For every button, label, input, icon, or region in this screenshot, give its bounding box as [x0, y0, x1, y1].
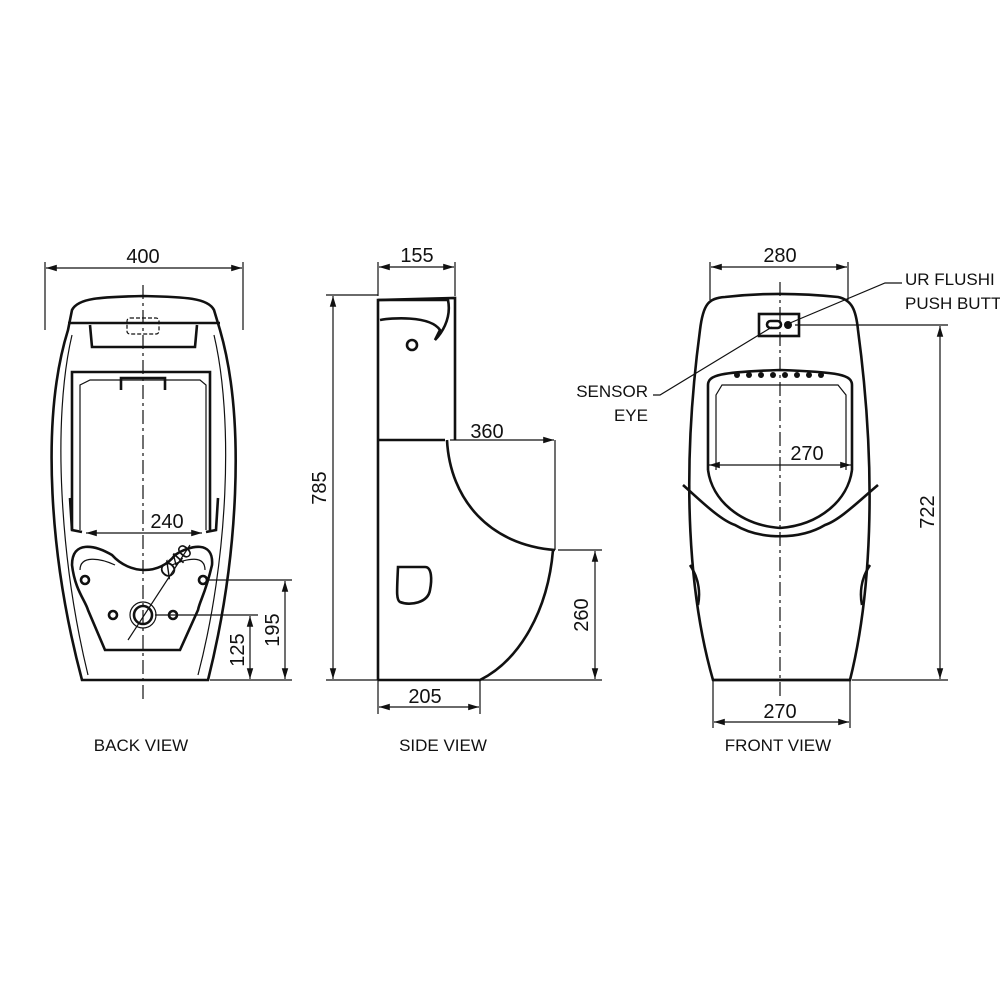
- front-view-label: FRONT VIEW: [725, 736, 831, 755]
- back-base-inner: [79, 558, 206, 571]
- back-panel-tabs: [68, 497, 220, 534]
- side-view: 155 785 360 260 205 SIDE VIEW: [309, 245, 602, 755]
- dim-lip-height-260: 260: [571, 598, 593, 631]
- sensor-eye-label-2: EYE: [614, 406, 648, 425]
- dim-height-722: 722: [917, 495, 939, 528]
- back-fixing-hole-left: [79, 574, 91, 586]
- back-panel-outline: [70, 370, 212, 530]
- dim-projection-360: 360: [470, 421, 503, 443]
- dim-base-depth-205: 205: [408, 686, 441, 708]
- dim-height-195: 195: [262, 613, 284, 646]
- side-bowl-outer-curve: [378, 549, 555, 682]
- flush-button-panel: [757, 312, 801, 338]
- front-bowl-inner: [715, 384, 847, 470]
- side-bowl-inner-curve: [445, 439, 556, 552]
- sensor-eye-icon: [765, 319, 783, 330]
- flush-button-label-2: PUSH BUTT: [905, 294, 1000, 313]
- side-cap: [377, 298, 451, 341]
- side-fixing-hole: [405, 338, 419, 352]
- back-fixing-hole-right: [197, 574, 209, 586]
- back-view-label: BACK VIEW: [94, 736, 188, 755]
- dim-height-785: 785: [309, 471, 331, 504]
- flush-button-label-1: UR FLUSHI: [905, 270, 995, 289]
- flush-button-leader: [789, 282, 902, 324]
- back-body-outline: [50, 294, 237, 682]
- back-view: 400 240 Ø40 195 125 BACK VIEW: [44, 246, 292, 755]
- back-panel-inner: [79, 379, 207, 530]
- back-inner-outline: [60, 334, 227, 676]
- dim-width-400: 400: [126, 246, 159, 268]
- dim-inner-width-240: 240: [150, 511, 183, 533]
- back-base-recess: [70, 545, 214, 652]
- front-view: UR FLUSHI PUSH BUTT SENSOR EYE 280 270 2…: [576, 245, 1000, 755]
- sensor-eye-label-1: SENSOR: [576, 382, 648, 401]
- back-hole-left: [107, 609, 119, 621]
- dim-bowl-width-270: 270: [790, 443, 823, 465]
- dim-top-width-280: 280: [763, 245, 796, 267]
- dim-top-depth-155: 155: [400, 245, 433, 267]
- side-back-outline: [376, 296, 457, 680]
- dim-height-125: 125: [227, 633, 249, 666]
- side-view-label: SIDE VIEW: [399, 736, 487, 755]
- sensor-eye-leader: [653, 326, 773, 396]
- dia-leader: [127, 544, 191, 641]
- side-inlet-slot: [395, 565, 433, 605]
- front-spray-nozzles: [734, 372, 824, 378]
- front-side-indents: [688, 564, 872, 606]
- dim-base-width-270: 270: [763, 701, 796, 723]
